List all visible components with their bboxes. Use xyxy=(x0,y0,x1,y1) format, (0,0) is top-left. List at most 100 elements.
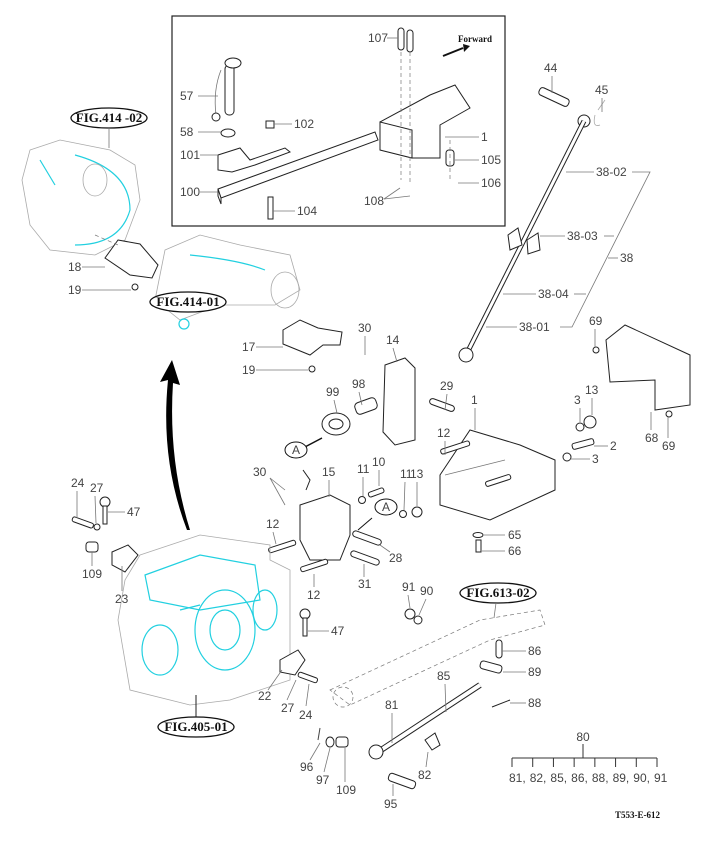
part-label[interactable]: 85 xyxy=(437,669,451,683)
kit-child-label[interactable]: 88, xyxy=(592,771,609,785)
part-label[interactable]: 105 xyxy=(481,153,501,167)
part-label[interactable]: 13 xyxy=(410,467,424,481)
part-label[interactable]: 58 xyxy=(180,125,194,139)
part-label[interactable]: 17 xyxy=(242,340,256,354)
callout-marker-a[interactable] xyxy=(374,498,398,516)
callout-text: A xyxy=(382,500,390,514)
part-label[interactable]: 10 xyxy=(372,455,386,469)
part-label[interactable]: 30 xyxy=(358,321,372,335)
forward-label: Forward xyxy=(458,34,492,44)
part-label[interactable]: 12 xyxy=(437,426,451,440)
part-label[interactable]: 13 xyxy=(585,383,599,397)
housing-414-02 xyxy=(21,139,141,256)
fig-ref-text[interactable]: FIG.405-01 xyxy=(164,719,227,734)
part-label[interactable]: 31 xyxy=(358,577,372,591)
part-label[interactable]: 24 xyxy=(71,476,85,490)
part-label[interactable]: 22 xyxy=(258,689,272,703)
part-label[interactable]: 1 xyxy=(471,393,478,407)
kit-child-label[interactable]: 85, xyxy=(550,771,567,785)
part-label[interactable]: 109 xyxy=(336,783,356,797)
bracket-14-part xyxy=(382,357,416,446)
part-label[interactable]: 106 xyxy=(481,176,501,190)
part-label[interactable]: 109 xyxy=(82,567,102,581)
part-label[interactable]: 14 xyxy=(386,333,400,347)
hitch-pin-part xyxy=(224,64,235,116)
kit-child-label[interactable]: 91 xyxy=(654,771,668,785)
part-label[interactable]: 11 xyxy=(400,467,413,481)
fig-ref-613-02[interactable] xyxy=(459,582,537,604)
part-label[interactable]: 38-03 xyxy=(567,229,598,243)
part-label[interactable]: 97 xyxy=(316,773,330,787)
part-label[interactable]: 88 xyxy=(528,696,542,710)
plate-part xyxy=(282,319,343,356)
part-label[interactable]: 3 xyxy=(574,393,581,407)
part-label[interactable]: 27 xyxy=(281,701,295,715)
fig-ref-text[interactable]: FIG.414 -02 xyxy=(76,110,142,125)
part-label[interactable]: 89 xyxy=(528,665,542,679)
part-label[interactable]: 38-01 xyxy=(519,320,550,334)
part-label[interactable]: 45 xyxy=(595,83,609,97)
part-label[interactable]: 24 xyxy=(299,708,313,722)
part-label[interactable]: 15 xyxy=(322,465,336,479)
part-label[interactable]: 38-02 xyxy=(596,165,627,179)
kit-tree: 80 81, 82,85, 86, 88, 89,90, 91 xyxy=(509,730,668,785)
transmission-case xyxy=(117,534,291,706)
part-label[interactable]: 86 xyxy=(528,644,542,658)
part-label[interactable]: 101 xyxy=(180,148,200,162)
part-label[interactable]: 68 xyxy=(645,431,659,445)
bracket-1-part xyxy=(439,429,556,521)
part-label[interactable]: 19 xyxy=(242,363,256,377)
part-label[interactable]: 27 xyxy=(90,481,104,495)
part-label[interactable]: 3 xyxy=(592,452,599,466)
part-label[interactable]: 81 xyxy=(385,698,399,712)
callout-text: A xyxy=(292,443,300,457)
direction-arrow-icon xyxy=(160,360,190,530)
part-label[interactable]: 12 xyxy=(307,588,321,602)
part-label[interactable]: 102 xyxy=(294,117,314,131)
part-label[interactable]: 47 xyxy=(127,505,141,519)
part-label[interactable]: 30 xyxy=(253,465,267,479)
part-label[interactable]: 19 xyxy=(68,283,82,297)
part-label[interactable]: 38 xyxy=(620,251,634,265)
part-label[interactable]: 2 xyxy=(610,439,617,453)
kit-child-label[interactable]: 86, xyxy=(571,771,588,785)
part-label[interactable]: 91 xyxy=(402,580,416,594)
part-label[interactable]: 12 xyxy=(266,517,280,531)
part-label[interactable]: 47 xyxy=(331,624,345,638)
part-label[interactable]: 65 xyxy=(508,528,522,542)
part-label[interactable]: 1 xyxy=(481,130,488,144)
part-label[interactable]: 44 xyxy=(544,61,558,75)
part-label[interactable]: 69 xyxy=(662,439,676,453)
part-label[interactable]: 90 xyxy=(420,584,434,598)
part-label[interactable]: 38-04 xyxy=(538,287,569,301)
fig-ref-text[interactable]: FIG.613-02 xyxy=(466,585,529,600)
part-label[interactable]: 57 xyxy=(180,89,194,103)
part-label[interactable]: 98 xyxy=(352,377,366,391)
fig-ref-414-01[interactable] xyxy=(149,291,227,313)
part-label[interactable]: 96 xyxy=(300,760,314,774)
part-labels: 44 45 38-02 38-03 38-04 38-01 38 69 68 6… xyxy=(68,61,676,811)
part-label[interactable]: 82 xyxy=(418,768,432,782)
kit-child-label[interactable]: 90, xyxy=(633,771,650,785)
part-label[interactable]: 23 xyxy=(115,592,129,606)
kit-parent-label[interactable]: 80 xyxy=(576,730,590,744)
callout-marker-a[interactable] xyxy=(284,441,308,459)
part-label[interactable]: 104 xyxy=(297,204,317,218)
top-link-assembly xyxy=(458,87,606,363)
part-label[interactable]: 66 xyxy=(508,544,522,558)
part-label[interactable]: 107 xyxy=(368,31,388,45)
part-label[interactable]: 11 xyxy=(357,462,370,476)
part-label[interactable]: 28 xyxy=(389,551,403,565)
part-label[interactable]: 99 xyxy=(326,385,340,399)
fig-ref-text[interactable]: FIG.414-01 xyxy=(156,294,219,309)
part-label[interactable]: 95 xyxy=(384,797,398,811)
kit-child-label[interactable]: 81, xyxy=(509,771,526,785)
part-label[interactable]: 18 xyxy=(68,260,82,274)
kit-child-label[interactable]: 82, xyxy=(530,771,547,785)
part-label[interactable]: 29 xyxy=(440,379,454,393)
part-label[interactable]: 108 xyxy=(364,194,384,208)
part-label[interactable]: 69 xyxy=(589,314,603,328)
part-label[interactable]: 100 xyxy=(180,185,200,199)
kit-child-label[interactable]: 89, xyxy=(613,771,630,785)
housing-414-01 xyxy=(154,234,301,330)
